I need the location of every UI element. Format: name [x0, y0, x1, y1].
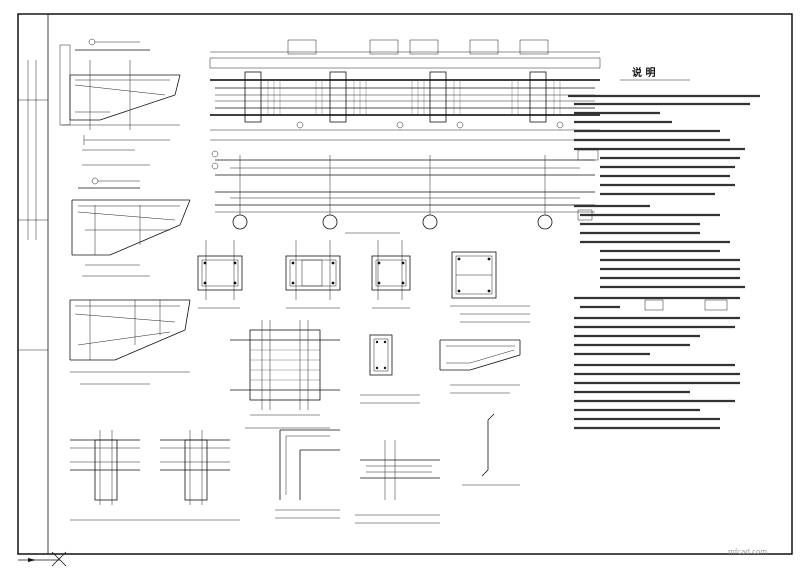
- callout-circles: [211, 121, 564, 170]
- section-keys: [287, 39, 549, 55]
- small-section-detail: [360, 334, 420, 404]
- beam-supports: [244, 71, 547, 123]
- notes-panel: 说 明: [568, 66, 760, 430]
- cantilever-detail-3: [69, 299, 191, 385]
- watermark: mfcad.com: [728, 548, 767, 556]
- cantilever-detail-1: [59, 38, 181, 166]
- joint-detail: [230, 320, 340, 429]
- column-section-d: [450, 251, 530, 323]
- column-section-b: [285, 240, 341, 309]
- bottom-detail-2: [275, 429, 340, 519]
- cantilever-detail-2: [71, 177, 191, 277]
- reinforcement-plan: [215, 155, 595, 234]
- stirrup-marks: [267, 80, 561, 115]
- bottom-detail-1: [70, 430, 240, 521]
- wall-beam-detail: [439, 339, 521, 394]
- column-section-c: [371, 240, 411, 309]
- rebar-hook-detail: [462, 413, 520, 486]
- beam-elevation: [209, 39, 601, 170]
- notes-small-diagrams: [577, 149, 728, 311]
- bottom-detail-3: [355, 440, 440, 524]
- corner-marker: [18, 551, 67, 567]
- notes-title: 说 明: [632, 66, 655, 79]
- column-section-a: [197, 240, 243, 309]
- column-sections: [197, 240, 530, 323]
- notes-text-lines: [568, 94, 760, 430]
